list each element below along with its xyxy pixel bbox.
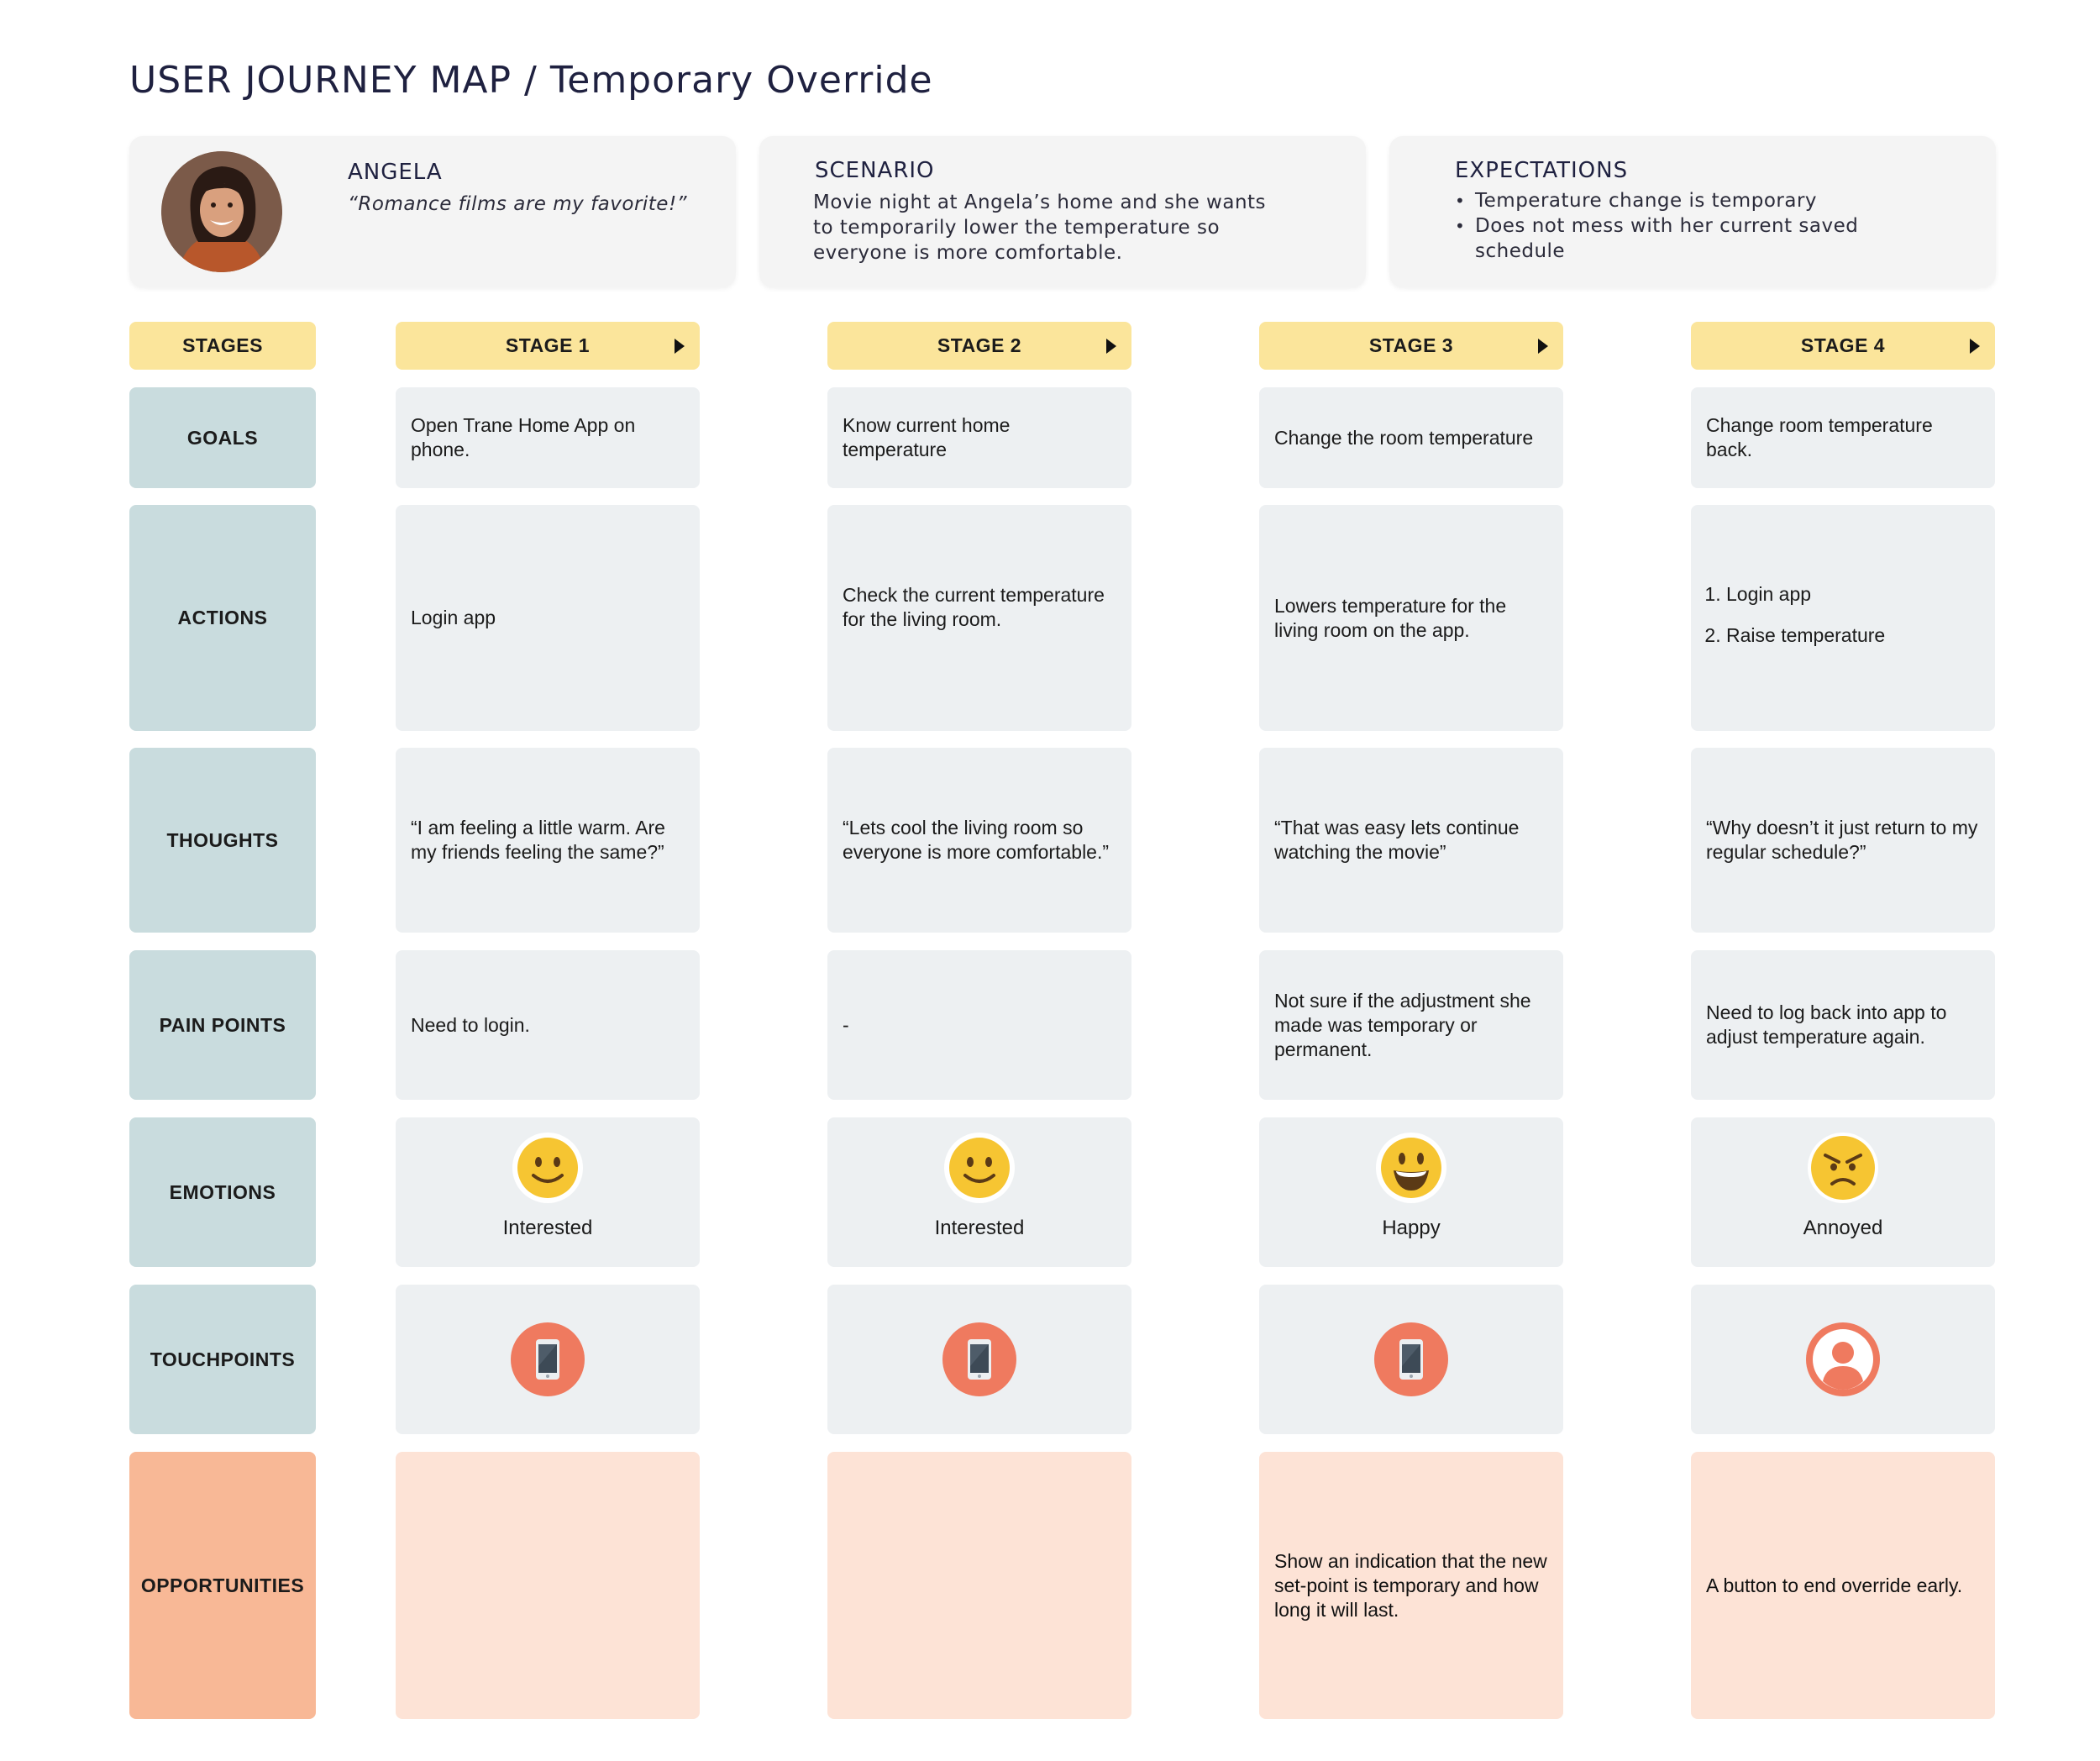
action-text: Check the current temperature for the li…: [843, 583, 1105, 630]
thought-text: “Lets cool the living room so everyone i…: [843, 817, 1110, 863]
stage-header[interactable]: STAGE 2: [827, 322, 1131, 370]
page-title: USER JOURNEY MAP / Temporary Override: [129, 59, 933, 102]
persona-name: ANGELA: [348, 160, 443, 185]
goal-cell: Open Trane Home App on phone.: [396, 387, 700, 488]
action-cell: Check the current temperature for the li…: [827, 505, 1131, 731]
row-label-touchpoints: TOUCHPOINTS: [129, 1285, 316, 1434]
goal-cell: Change room temperature back.: [1691, 387, 1995, 488]
row-label-stages: STAGES: [129, 322, 316, 370]
row-label-pain-points: PAIN POINTS: [129, 950, 316, 1100]
action-cell: Login app Raise temperature: [1691, 505, 1995, 731]
smiling-face-icon: [944, 1133, 1015, 1203]
touchpoint-cell: [1691, 1285, 1995, 1434]
emotion-cell: Interested: [396, 1117, 700, 1267]
row-label-goals: GOALS: [129, 387, 316, 488]
opportunity-cell: A button to end override early.: [1691, 1452, 1995, 1719]
pain-point-text: Need to login.: [411, 1013, 530, 1036]
expectation-item: Temperature change is temporary: [1455, 188, 1892, 213]
stage-name: STAGE 2: [937, 334, 1022, 356]
mobile-phone-icon: [511, 1322, 585, 1396]
action-text: Lowers temperature for the living room o…: [1274, 594, 1507, 641]
action-list: Login app Raise temperature: [1691, 582, 1885, 648]
pain-point-cell: Need to login.: [396, 950, 700, 1100]
thought-text: “I am feeling a little warm. Are my frie…: [411, 817, 665, 863]
opportunity-cell: [396, 1452, 700, 1719]
row-label-emotions: EMOTIONS: [129, 1117, 316, 1267]
emotion-label: Interested: [934, 1217, 1025, 1239]
expectations-list: Temperature change is temporary Does not…: [1455, 188, 1892, 264]
opportunity-text: Show an indication that the new set-poin…: [1274, 1549, 1547, 1621]
emotion-cell: Annoyed: [1691, 1117, 1995, 1267]
stage-header[interactable]: STAGE 4: [1691, 322, 1995, 370]
user-person-icon: [1806, 1322, 1880, 1396]
pain-point-text: -: [843, 1013, 849, 1036]
expectations-card: EXPECTATIONS Temperature change is tempo…: [1389, 136, 1996, 287]
goal-text: Open Trane Home App on phone.: [411, 414, 636, 460]
scenario-text: Movie night at Angela’s home and she wan…: [813, 190, 1266, 265]
scenario-line: everyone is more comfortable.: [813, 242, 1123, 264]
scenario-heading: SCENARIO: [815, 158, 935, 183]
pain-point-cell: Need to log back into app to adjust temp…: [1691, 950, 1995, 1100]
pain-point-cell: -: [827, 950, 1131, 1100]
smiling-face-icon: [512, 1133, 583, 1203]
row-label-opportunities: OPPORTUNITIES: [129, 1452, 316, 1719]
scenario-card: SCENARIO Movie night at Angela’s home an…: [759, 136, 1366, 287]
scenario-line: to temporarily lower the temperature so: [813, 217, 1221, 239]
goal-cell: Change the room temperature: [1259, 387, 1563, 488]
thought-text: “Why doesn’t it just return to my regula…: [1706, 817, 1978, 863]
thought-cell: “Lets cool the living room so everyone i…: [827, 748, 1131, 933]
touchpoint-cell: [1259, 1285, 1563, 1434]
action-cell: Login app: [396, 505, 700, 731]
action-cell: Lowers temperature for the living room o…: [1259, 505, 1563, 731]
pain-point-text: Need to log back into app to adjust temp…: [1706, 1001, 1947, 1048]
opportunity-cell: [827, 1452, 1131, 1719]
thought-text: “That was easy lets continue watching th…: [1274, 817, 1520, 863]
action-item: Raise temperature: [1726, 623, 1885, 648]
thought-cell: “I am feeling a little warm. Are my frie…: [396, 748, 700, 933]
row-label-thoughts: THOUGHTS: [129, 748, 316, 933]
persona-card: ANGELA “Romance films are my favorite!”: [129, 136, 736, 287]
emotion-label: Annoyed: [1803, 1217, 1883, 1239]
goal-text: Know current home temperature: [843, 414, 1011, 460]
stage-header[interactable]: STAGE 3: [1259, 322, 1563, 370]
goal-text: Change room temperature back.: [1706, 414, 1933, 460]
mobile-phone-icon: [1374, 1322, 1448, 1396]
row-label-actions: ACTIONS: [129, 505, 316, 731]
stage-name: STAGE 1: [505, 334, 591, 356]
play-arrow-icon[interactable]: [1106, 338, 1116, 354]
pain-point-text: Not sure if the adjustment she made was …: [1274, 989, 1531, 1060]
play-arrow-icon[interactable]: [1970, 338, 1980, 354]
persona-quote: “Romance films are my favorite!”: [348, 193, 688, 215]
emotion-label: Interested: [502, 1217, 593, 1239]
emotion-cell: Happy: [1259, 1117, 1563, 1267]
goal-text: Change the room temperature: [1274, 426, 1534, 449]
action-item: Login app: [1726, 582, 1885, 607]
expectations-heading: EXPECTATIONS: [1455, 158, 1629, 183]
expectation-item: Does not mess with her current saved sch…: [1455, 213, 1892, 264]
opportunity-text: A button to end override early.: [1706, 1574, 1963, 1596]
emotion-cell: Interested: [827, 1117, 1131, 1267]
touchpoint-cell: [396, 1285, 700, 1434]
play-arrow-icon[interactable]: [675, 338, 685, 354]
thought-cell: “That was easy lets continue watching th…: [1259, 748, 1563, 933]
action-text: Login app: [411, 607, 496, 628]
stage-header[interactable]: STAGE 1: [396, 322, 700, 370]
mobile-phone-icon: [942, 1322, 1016, 1396]
goal-cell: Know current home temperature: [827, 387, 1131, 488]
thought-cell: “Why doesn’t it just return to my regula…: [1691, 748, 1995, 933]
emotion-label: Happy: [1382, 1217, 1441, 1239]
angry-face-icon: [1808, 1133, 1878, 1203]
persona-avatar: [161, 151, 282, 272]
opportunity-cell: Show an indication that the new set-poin…: [1259, 1452, 1563, 1719]
touchpoint-cell: [827, 1285, 1131, 1434]
play-arrow-icon[interactable]: [1538, 338, 1548, 354]
scenario-line: Movie night at Angela’s home and she wan…: [813, 192, 1267, 213]
pain-point-cell: Not sure if the adjustment she made was …: [1259, 950, 1563, 1100]
stage-name: STAGE 4: [1800, 334, 1886, 356]
grinning-face-icon: [1376, 1133, 1446, 1203]
stage-name: STAGE 3: [1368, 334, 1454, 356]
